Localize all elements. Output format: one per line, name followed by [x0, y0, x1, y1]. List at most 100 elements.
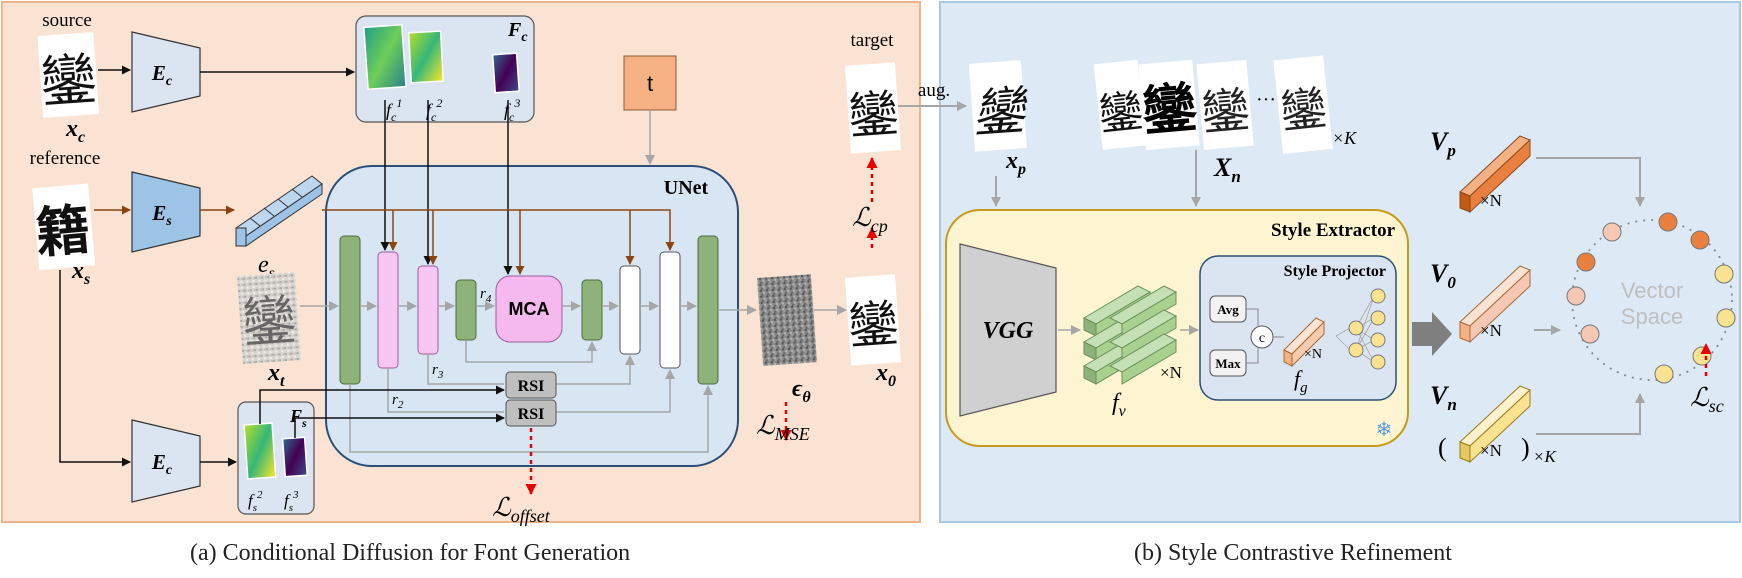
fs2-label: fs2	[248, 489, 263, 514]
fg-times-n: ×N	[1304, 347, 1322, 362]
timestep-label: t	[647, 71, 653, 96]
encoder-c-bottom	[131, 419, 201, 503]
unet-block-5	[581, 279, 603, 341]
es-label: es	[258, 252, 275, 282]
svg-text:鑾: 鑾	[1200, 84, 1252, 141]
reference-glyph-card: 籍	[32, 183, 96, 271]
timestep-box	[623, 55, 677, 111]
eps-label: ϵθ	[792, 376, 811, 406]
target-label: target	[851, 30, 895, 51]
fs2-heatmap	[243, 422, 277, 480]
target-glyph-card: 鑾	[844, 62, 902, 154]
vector-v0	[1459, 265, 1531, 344]
encoder-c-bottom-label: Ec	[151, 450, 173, 478]
fs-label: Fs	[289, 406, 307, 430]
fc1-label: fc1	[386, 96, 402, 124]
fc1-heatmap	[363, 23, 407, 91]
source-glyph: 鑾	[39, 49, 99, 115]
source-label: source	[42, 10, 92, 31]
style-extractor-label: Style Extractor	[1271, 220, 1396, 241]
fc3-heatmap	[491, 52, 521, 94]
vgg-label: VGG	[983, 318, 1034, 344]
mca-label: MCA	[509, 299, 550, 319]
xn-label: Xn	[1213, 153, 1241, 186]
r2-label: r2	[392, 392, 404, 411]
extractor-output-arrow	[1412, 312, 1452, 356]
encoder-s-label: Es	[151, 201, 172, 229]
vn-paren-close: )	[1521, 433, 1530, 462]
positive-glyph-xp: 鑾	[968, 60, 1031, 152]
svg-text:鑾: 鑾	[1278, 82, 1329, 138]
svg-text:鑾: 鑾	[240, 290, 298, 354]
source-glyph-card: 鑾	[37, 32, 100, 118]
predicted-noise	[756, 274, 818, 366]
r3-label: r3	[432, 362, 444, 381]
style-projector-label: Style Projector	[1284, 263, 1386, 280]
xp-label: xp	[1005, 148, 1026, 178]
feature-stack-fv	[1082, 285, 1178, 385]
x-s-label: xs	[71, 258, 90, 288]
v0-label: V0	[1430, 259, 1456, 292]
svg-text:鑾: 鑾	[846, 295, 900, 354]
fc-label: Fc	[507, 19, 528, 45]
fg-label: fg	[1294, 366, 1308, 396]
fg-bar	[1283, 317, 1325, 368]
negatives-times-k: ×K	[1332, 128, 1357, 148]
svg-text:鑾: 鑾	[1139, 78, 1200, 143]
unet-block-7	[659, 251, 681, 369]
rsi-label-1: RSI	[518, 378, 545, 395]
style-embedding-es	[235, 175, 323, 247]
svg-text:鑾: 鑾	[1097, 87, 1146, 140]
unet-block-6	[619, 265, 641, 355]
vp-times-n: ×N	[1480, 191, 1502, 210]
vector-vp	[1459, 135, 1531, 214]
fv-times-n: ×N	[1160, 363, 1182, 382]
vector-space-label-line1: Vector	[1621, 278, 1683, 303]
negatives-ellipsis: ···	[1256, 89, 1276, 111]
unet-block-2	[377, 251, 399, 369]
loss-sc: ℒsc	[1690, 383, 1724, 416]
caption-panel-a: (a) Conditional Diffusion for Font Gener…	[190, 540, 631, 566]
unet-block-8	[697, 235, 719, 385]
fv-label: fv	[1112, 390, 1127, 420]
generated-glyph-x0: 鑾	[844, 274, 902, 366]
vn-label: Vn	[1430, 381, 1457, 414]
rsi-block-1	[505, 371, 557, 399]
frozen-snowflake-icon: ❄	[1376, 419, 1393, 441]
rsi-label-2: RSI	[518, 406, 545, 423]
r4-label: r4	[480, 286, 492, 305]
vn-times-k: ×K	[1533, 447, 1557, 466]
fs3-heatmap	[281, 436, 309, 478]
encoder-c-top	[131, 31, 201, 113]
reference-glyph: 籍	[34, 200, 93, 264]
fc2-label: fc2	[426, 96, 442, 124]
unet-block-3	[417, 265, 439, 355]
reference-label: reference	[30, 148, 101, 169]
unet-block-4	[455, 279, 477, 341]
avg-pool-label: Avg	[1217, 302, 1239, 317]
x-c-label: xc	[65, 116, 85, 146]
fs3-label: fs3	[284, 489, 299, 514]
svg-text:鑾: 鑾	[847, 85, 901, 144]
style-projector-box	[1199, 255, 1397, 401]
xt-label: xt	[267, 360, 285, 390]
negative-glyphs-xn: 鑾 鑾 鑾 鑾	[1093, 55, 1333, 155]
vn-paren-open: (	[1438, 433, 1447, 462]
rsi-block-2	[505, 399, 557, 427]
loss-offset: ℒoffset	[492, 493, 551, 526]
x0-label: x0	[875, 360, 896, 390]
caption-panel-b: (b) Style Contrastive Refinement	[1134, 540, 1452, 566]
noisy-input-xt: 鑾	[237, 272, 302, 364]
fc2-heatmap	[407, 30, 445, 84]
max-pool-label: Max	[1215, 356, 1241, 371]
svg-text:鑾: 鑾	[970, 83, 1031, 144]
vp-label: Vp	[1430, 127, 1456, 160]
vector-space-label-line2: Space	[1621, 304, 1683, 329]
vn-times-n: ×N	[1480, 441, 1502, 460]
unet-label: UNet	[664, 177, 709, 199]
loss-mse: ℒMSE	[756, 411, 810, 444]
encoder-c-top-label: Ec	[151, 61, 173, 89]
concat-label: c	[1259, 331, 1265, 346]
aug-label: aug.	[918, 80, 950, 101]
